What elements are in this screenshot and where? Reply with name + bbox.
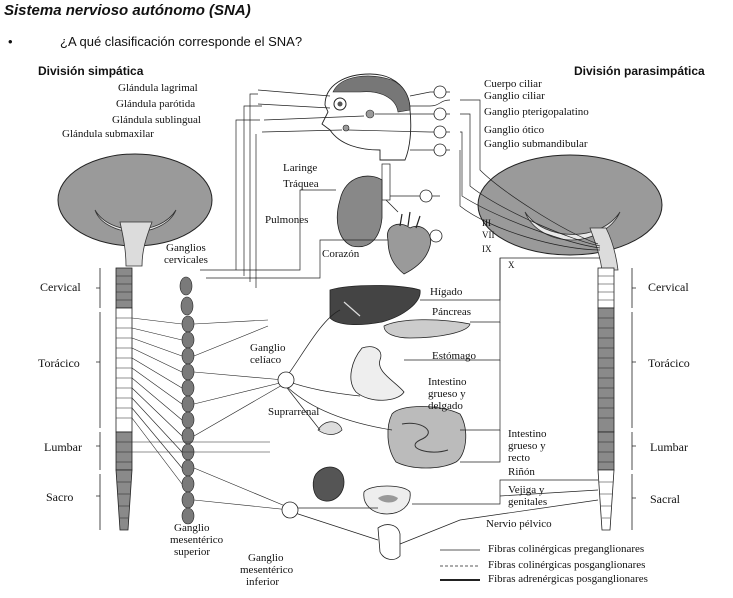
region-left-lumbar: Lumbar xyxy=(44,440,82,454)
cranial-nerve-x: X xyxy=(508,260,515,270)
label-suprarrenal: Suprarrenal xyxy=(268,406,320,418)
genitals xyxy=(377,524,401,560)
head xyxy=(321,73,412,161)
label-intestino-recto-1: Intestino xyxy=(508,428,547,440)
label-mes-sup-2: mesentérico xyxy=(170,534,224,546)
nerve-lines xyxy=(200,89,601,545)
kidney xyxy=(312,466,345,502)
legend-item-preganglionares: Fibras colinérgicas preganglionares xyxy=(488,543,645,555)
label-intestino-1: Intestino xyxy=(428,376,467,388)
label-mes-sup-1: Ganglio xyxy=(174,522,210,534)
label-rinon: Riñón xyxy=(508,466,535,478)
liver xyxy=(329,285,421,326)
label-ganglio-otico: Ganglio ótico xyxy=(484,124,545,136)
label-ganglio-celiaco-1: Ganglio xyxy=(250,342,286,354)
region-left-sacro: Sacro xyxy=(46,490,74,504)
label-intestino-recto-3: recto xyxy=(508,452,530,464)
left-spinal-cord xyxy=(115,267,133,531)
label-ganglio-ciliar: Ganglio ciliar xyxy=(484,90,545,102)
label-nervio-pelvico: Nervio pélvico xyxy=(486,518,552,530)
label-traquea: Tráquea xyxy=(283,178,319,190)
label-cuerpo-ciliar: Cuerpo ciliar xyxy=(484,78,542,90)
region-left-toracico: Torácico xyxy=(38,356,80,370)
label-laringe: Laringe xyxy=(283,162,318,174)
label-mes-inf-2: mesentérico xyxy=(240,564,294,576)
right-brain xyxy=(477,154,663,271)
legend-item-posganglionares: Fibras colinérgicas posganglionares xyxy=(488,559,646,571)
label-mes-inf-3: inferior xyxy=(246,576,279,588)
label-vejiga-1: Vejiga y xyxy=(508,484,545,496)
label-pancreas: Páncreas xyxy=(432,306,472,318)
label-glandula-submaxilar: Glándula submaxilar xyxy=(62,128,154,140)
legend-lines xyxy=(440,549,480,581)
cranial-nerve-iii: III xyxy=(482,218,491,228)
region-right-lumbar: Lumbar xyxy=(650,440,688,454)
label-intestino-3: delgado xyxy=(428,400,463,412)
stomach xyxy=(350,346,405,401)
chain-connections xyxy=(131,317,291,511)
parasympathetic-division-title: División parasimpática xyxy=(574,64,705,78)
ganglion-circles xyxy=(277,85,447,519)
region-right-sacral: Sacral xyxy=(650,492,680,506)
label-glandula-parotida: Glándula parótida xyxy=(116,98,196,110)
label-pulmones: Pulmones xyxy=(265,214,309,226)
right-spinal-cord xyxy=(597,267,615,531)
label-ganglio-celiaco-2: celíaco xyxy=(250,354,282,366)
sympathetic-division-title: División simpática xyxy=(38,64,144,78)
adrenal xyxy=(317,421,343,435)
question-line: • ¿A qué clasificación corresponde el SNA… xyxy=(8,34,302,49)
cranial-nerve-vii: VII xyxy=(482,230,495,240)
label-vejiga-2: genitales xyxy=(508,496,548,508)
intestines xyxy=(387,406,467,469)
pancreas xyxy=(383,319,471,339)
lungs xyxy=(336,163,399,248)
cranial-nerve-ix: IX xyxy=(482,244,492,254)
label-estomago: Estómago xyxy=(432,350,476,362)
region-right-toracico: Torácico xyxy=(648,356,690,370)
label-glandula-sublingual: Glándula sublingual xyxy=(112,114,201,126)
bullet: • xyxy=(8,34,13,49)
label-glandula-lagrimal: Glándula lagrimal xyxy=(118,82,198,94)
label-intestino-2: grueso y xyxy=(428,388,466,400)
label-mes-inf-1: Ganglio xyxy=(248,552,284,564)
label-corazon: Corazón xyxy=(322,248,360,260)
label-intestino-recto-2: grueso y xyxy=(508,440,546,452)
region-right-cervical: Cervical xyxy=(648,280,689,294)
region-left-cervical: Cervical xyxy=(40,280,81,294)
label-mes-sup-3: superior xyxy=(174,546,211,558)
label-ganglio-pterigopalatino: Ganglio pterigopalatino xyxy=(484,106,589,118)
label-ganglios-cervicales-1: Ganglios xyxy=(166,242,206,254)
label-higado: Hígado xyxy=(430,286,463,298)
question-text: ¿A qué clasificación corresponde el SNA? xyxy=(60,34,303,49)
page-title: Sistema nervioso autónomo (SNA) xyxy=(4,2,251,19)
legend-item-adrenergicas: Fibras adrenérgicas posganglionares xyxy=(488,573,648,585)
heart xyxy=(386,211,432,275)
left-brain xyxy=(57,153,213,267)
label-ganglio-submandibular: Ganglio submandibular xyxy=(484,138,588,150)
label-ganglios-cervicales-2: cervicales xyxy=(164,254,208,266)
